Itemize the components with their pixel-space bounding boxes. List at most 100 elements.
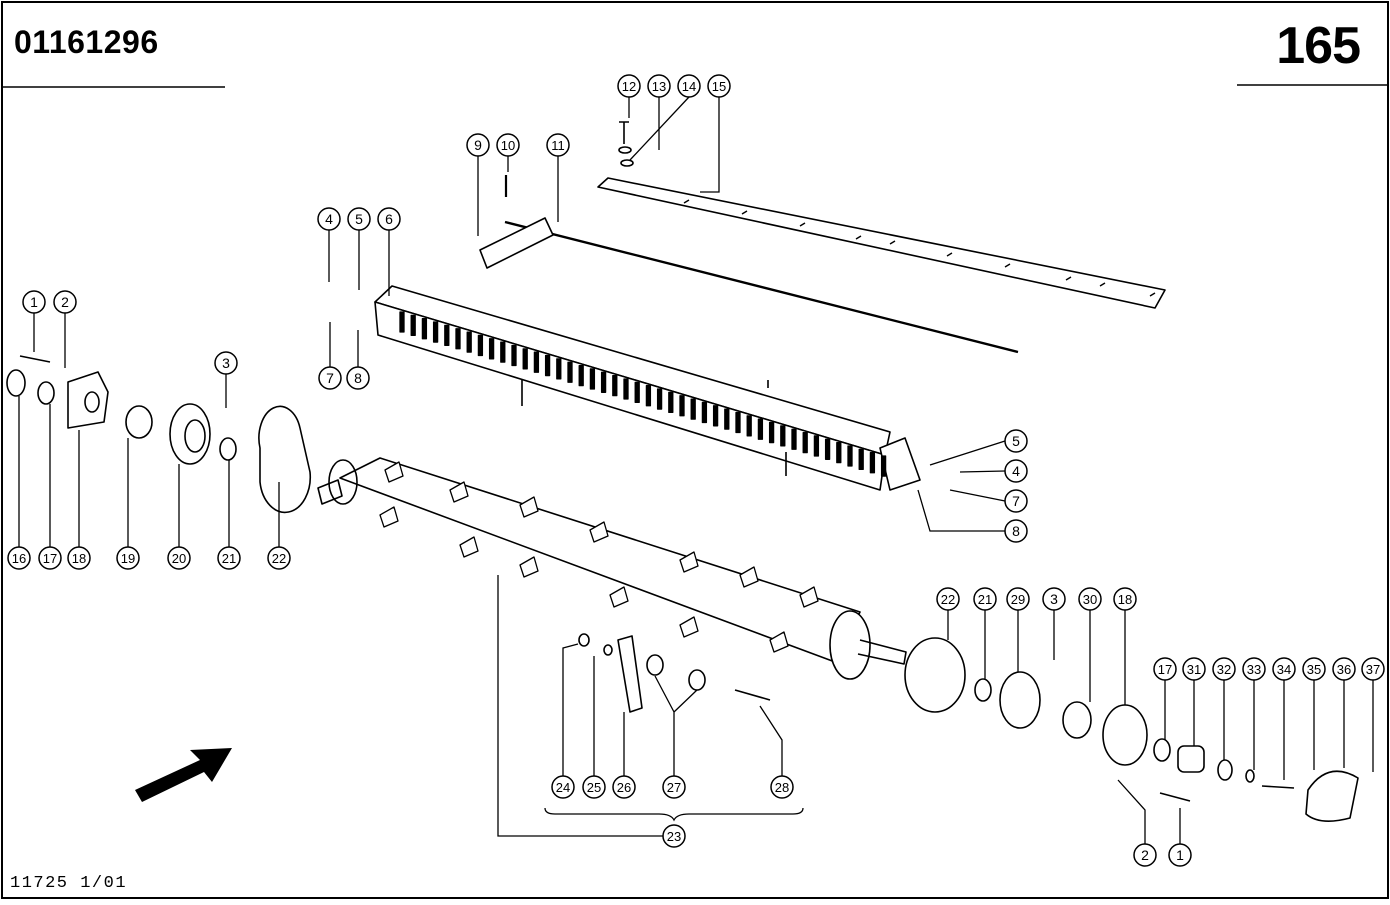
cover-tooth <box>791 428 797 450</box>
callout-11: 11 <box>546 133 570 157</box>
callout-label: 9 <box>474 137 482 153</box>
callout-label: 11 <box>551 138 565 153</box>
cover-tooth <box>623 378 629 400</box>
callout-5: 5 <box>1004 429 1028 453</box>
callout-label: 6 <box>385 211 393 227</box>
leader-lines <box>18 96 1374 844</box>
shaft-paddle <box>519 496 539 518</box>
cover-tooth <box>511 344 517 367</box>
callout-label: 17 <box>43 551 57 566</box>
leader-line <box>629 96 690 161</box>
callout-6: 6 <box>377 207 401 231</box>
cover-tooth <box>780 425 786 447</box>
cover-tooth <box>522 348 528 370</box>
callout-9: 9 <box>466 133 490 157</box>
callout-label: 7 <box>326 370 334 386</box>
callout-3: 3 <box>1042 587 1066 611</box>
shaft-paddle <box>379 506 399 528</box>
callout-7: 7 <box>318 366 342 390</box>
callout-label: 22 <box>941 592 955 607</box>
callout-label: 4 <box>325 211 333 227</box>
callout-label: 3 <box>1050 591 1058 607</box>
callout-label: 37 <box>1366 662 1380 677</box>
callout-37: 37 <box>1361 657 1385 681</box>
trough-cover-front <box>374 301 886 491</box>
shaft-flange-right <box>829 610 871 680</box>
cover-tooth <box>500 341 506 363</box>
shaft-paddle <box>384 461 404 483</box>
cover-tooth <box>455 328 461 350</box>
cover-tooth <box>757 418 764 440</box>
shaft-paddle <box>519 556 539 578</box>
bolt-28 <box>734 689 771 701</box>
bolt-1-right <box>1159 792 1191 802</box>
seal-16 <box>6 369 26 397</box>
callout-2: 2 <box>1133 843 1157 867</box>
callout-label: 34 <box>1277 662 1291 677</box>
callout-label: 4 <box>1012 463 1020 479</box>
callout-label: 19 <box>121 551 135 566</box>
shaft-paddle <box>449 481 469 503</box>
callout-label: 26 <box>617 780 631 795</box>
callout-21: 21 <box>217 546 241 570</box>
cover-teeth <box>399 311 887 477</box>
callout-12: 12 <box>617 74 641 98</box>
callout-label: 2 <box>1141 847 1149 863</box>
trough-cover <box>374 285 891 456</box>
flange-18-right <box>1102 704 1148 766</box>
nut-24 <box>578 633 590 647</box>
callout-label: 14 <box>682 79 696 94</box>
cover-tooth <box>612 374 618 397</box>
callout-1: 1 <box>1168 843 1192 867</box>
cover-tooth <box>847 445 853 467</box>
callout-8: 8 <box>1004 519 1028 543</box>
cover-tooth <box>578 364 584 387</box>
cover-tooth <box>488 338 495 360</box>
callout-label: 16 <box>12 551 26 566</box>
callout-29: 29 <box>1006 587 1030 611</box>
callout-36: 36 <box>1332 657 1356 681</box>
bearing-30 <box>1062 701 1092 739</box>
callout-17: 17 <box>38 546 62 570</box>
callout-13: 13 <box>647 74 671 98</box>
shaft-stub-left <box>317 479 343 505</box>
cap-35 <box>1305 770 1359 822</box>
shaft-end-left <box>328 459 358 505</box>
callout-label: 10 <box>501 138 515 153</box>
housing-20-inner <box>184 419 206 453</box>
cover-tooth <box>544 354 551 377</box>
callout-33: 33 <box>1242 657 1266 681</box>
leader-line <box>917 489 1005 532</box>
callout-3: 3 <box>214 351 238 375</box>
cover-tooth <box>444 324 450 347</box>
callout-22: 22 <box>267 546 291 570</box>
leader-line <box>949 489 1006 502</box>
callout-16: 16 <box>7 546 31 570</box>
cover-tooth <box>768 421 775 444</box>
callout-18: 18 <box>1113 587 1137 611</box>
callout-1: 1 <box>22 290 46 314</box>
cover-tooth <box>567 361 573 383</box>
shaft-paddle <box>679 616 699 638</box>
ring-17-right <box>1153 738 1171 762</box>
cover-tooth <box>802 431 808 454</box>
shaft-paddle <box>769 631 789 653</box>
ring-21 <box>219 437 237 461</box>
hanger-26 <box>617 635 643 713</box>
washer-25 <box>603 644 613 656</box>
callout-label: 5 <box>355 211 363 227</box>
shaft-tube <box>339 457 861 663</box>
callout-8: 8 <box>346 366 370 390</box>
cover-tooth <box>600 371 607 393</box>
callout-label: 20 <box>172 551 186 566</box>
ring-17 <box>37 381 55 405</box>
callout-5: 5 <box>347 207 371 231</box>
callout-18: 18 <box>67 546 91 570</box>
leader-line <box>959 470 1006 473</box>
leader-line <box>562 643 579 776</box>
flange-18-hole <box>84 391 100 413</box>
cover-tooth <box>466 331 472 353</box>
callout-21: 21 <box>973 587 997 611</box>
